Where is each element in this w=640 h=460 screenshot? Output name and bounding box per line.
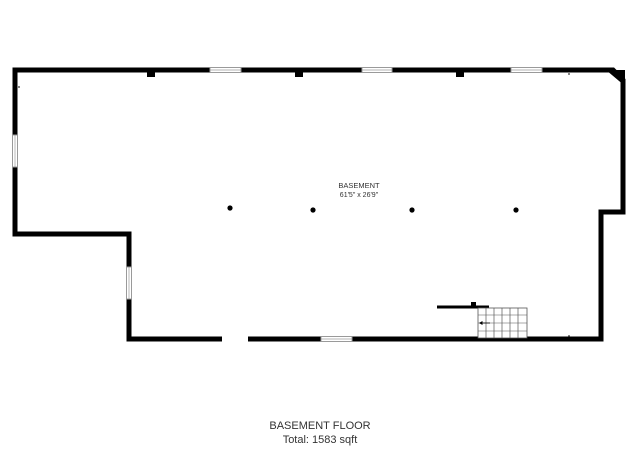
wall-post-3 xyxy=(456,70,464,77)
stair-direction-arrow-icon xyxy=(479,321,490,325)
wall-marker-2 xyxy=(568,73,570,75)
wall-post-1 xyxy=(147,70,155,77)
support-column-2 xyxy=(310,207,316,213)
window-lower-left xyxy=(126,266,132,300)
room-name: BASEMENT xyxy=(338,181,380,190)
corner-chamfer xyxy=(606,70,625,86)
wall-post-2 xyxy=(295,70,303,77)
wall-marker-3 xyxy=(568,335,570,337)
window-bottom xyxy=(320,336,353,342)
support-column-1 xyxy=(227,205,233,211)
support-column-3 xyxy=(409,207,415,213)
window-top-1 xyxy=(209,67,242,73)
total-area: Total: 1583 sqft xyxy=(282,434,358,446)
window-left xyxy=(12,134,18,168)
floor-name: BASEMENT FLOOR xyxy=(269,420,371,432)
window-top-3 xyxy=(510,67,543,73)
wall-marker-1 xyxy=(18,86,20,88)
room-dimensions: 61'5" x 26'9" xyxy=(340,192,379,199)
support-column-4 xyxy=(513,207,519,213)
exterior-walls xyxy=(12,67,626,342)
staircase xyxy=(437,302,528,339)
door-opening xyxy=(222,336,248,342)
window-top-2 xyxy=(361,67,393,73)
